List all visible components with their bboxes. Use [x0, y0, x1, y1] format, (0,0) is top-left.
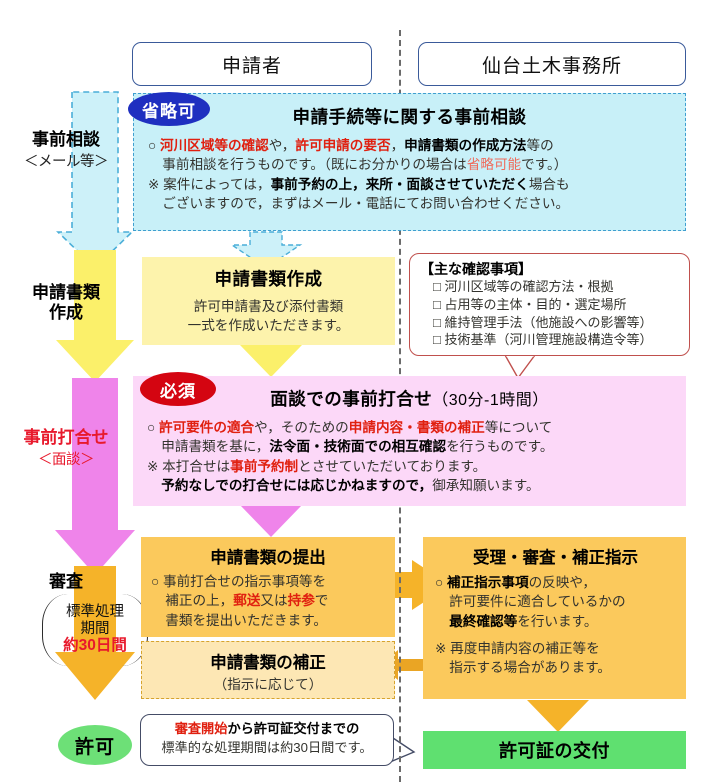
- step-meeting-line2: 申請書類を基に，法令面・技術面での相互確認を行うものです。: [161, 439, 554, 455]
- rail-stage-consult-sub: ＜メール等＞: [24, 154, 109, 171]
- checklist-item: □ 技術基準（河川管理施設構造令等）: [433, 332, 653, 348]
- checklist-title: 【主な確認事項】: [420, 261, 532, 277]
- standard-period-bracket: 標準処理 期間 約30日間: [42, 594, 148, 666]
- step-meeting-line4: 予約なしでの打合せには応じかねますので，御承知願います。: [161, 477, 540, 493]
- step-meeting-title-note: （30分-1時間）: [432, 392, 549, 409]
- step-amend-sub: （指示に応じて）: [213, 677, 323, 692]
- required-badge-label: 必須: [160, 381, 196, 401]
- step-submit-line1: ○ 事前打合せの指示事項等を: [151, 574, 327, 589]
- rail-stage-prepare-label2: 作成: [49, 303, 83, 323]
- arrow-meeting-to-submit: [240, 505, 302, 537]
- checklist-item: □ 占用等の主体・目的・選定場所: [433, 296, 627, 312]
- standard-period-line1: 標準処理: [66, 604, 124, 621]
- lane-header-applicant: 申請者: [132, 42, 372, 86]
- checklist-bubble-tail: [503, 353, 537, 380]
- step-review-spacer: [435, 631, 676, 639]
- step-prepare-box: 申請書類作成 許可申請書及び添付書類 一式を作成いただきます。: [142, 257, 395, 345]
- step-meeting-title: 面談での事前打合せ: [270, 389, 433, 409]
- permit-badge: 許可: [58, 725, 132, 765]
- step-review-line1: ○ 補正指示事項の反映や，: [435, 575, 596, 590]
- rail-stage-consult: 事前相談 ＜メール等＞: [0, 130, 132, 171]
- checklist-item: □ 維持管理手法（他施設への影響等）: [433, 314, 653, 330]
- step-consult-line1: ○ 河川区域等の確認や，許可申請の要否，申請書類の作成方法等の: [148, 138, 554, 153]
- rail-stage-meeting-sub: ＜面談＞: [38, 452, 95, 469]
- step-review-line2: 許可要件に適合しているかの: [449, 594, 626, 610]
- step-consult-title: 申請手続等に関する事前相談: [292, 107, 527, 127]
- lane-header-office-label: 仙台土木事務所: [481, 55, 622, 77]
- step-amend-title: 申請書類の補正: [210, 654, 326, 672]
- step-meeting-line1: ○ 許可要件の適合や，そのための申請内容・書類の補正等について: [147, 420, 553, 435]
- step-meeting-line3: ※ 本打合せは事前予約制とさせていただいております。: [147, 458, 487, 474]
- step-submit-box: 申請書類の提出 ○ 事前打合せの指示事項等を 補正の上，郵送又は持参で 書類を提…: [141, 537, 395, 637]
- rail-stage-meeting-label: 事前打合せ: [23, 428, 109, 447]
- step-review-line3: 最終確認等を行います。: [449, 613, 598, 629]
- step-review-title: 受理・審査・補正指示: [473, 549, 638, 567]
- step-consult-box: 申請手続等に関する事前相談 ○ 河川区域等の確認や，許可申請の要否，申請書類の作…: [133, 93, 686, 231]
- step-consult-body: ○ 河川区域等の確認や，許可申請の要否，申請書類の作成方法等の 事前相談を行うも…: [148, 136, 671, 213]
- step-prepare-line1: 許可申請書及び添付書類: [193, 299, 344, 314]
- rail-stage-meeting: 事前打合せ ＜面談＞: [0, 428, 132, 469]
- step-consult-line2: 事前相談を行うものです。（既にお分かりの場合は省略可能です。）: [162, 157, 568, 173]
- step-review-body: ○ 補正指示事項の反映や， 許可要件に適合しているかの 最終確認等を行います。 …: [435, 573, 676, 677]
- lane-header-office: 仙台土木事務所: [418, 42, 686, 86]
- rail-stage-prepare-label: 申請書類: [32, 283, 100, 302]
- checklist-box: 【主な確認事項】 □ 河川区域等の確認方法・根拠 □ 占用等の主体・目的・選定場…: [409, 253, 690, 356]
- required-badge: 必須: [140, 372, 216, 406]
- step-meeting-body: ○ 許可要件の適合や，そのための申請内容・書類の補正等について 申請書類を基に，…: [147, 418, 672, 495]
- omit-badge: 省略可: [128, 92, 210, 126]
- arrow-review-to-issue: [527, 700, 589, 732]
- step-review-box: 受理・審査・補正指示 ○ 補正指示事項の反映や， 許可要件に適合しているかの 最…: [423, 537, 686, 699]
- rail-stage-consult-label: 事前相談: [32, 130, 100, 149]
- step-consult-line4: ございますので，まずはメール・電話にてお問い合わせください。: [162, 195, 570, 211]
- step-amend-box: 申請書類の補正 （指示に応じて）: [141, 641, 395, 699]
- step-issue-title: 許可証の交付: [499, 741, 610, 761]
- step-meeting-box: 面談での事前打合せ（30分-1時間） ○ 許可要件の適合や，そのための申請内容・…: [133, 376, 686, 506]
- rail-stage-review-label: 審査: [49, 572, 83, 591]
- permit-badge-label: 許可: [74, 736, 115, 758]
- step-review-line5: 指示する場合があります。: [449, 660, 612, 676]
- step-submit-line3: 書類を提出いただきます。: [165, 612, 328, 628]
- step-submit-line2: 補正の上，郵送又は持参で: [165, 593, 329, 609]
- checklist-items: □ 河川区域等の確認方法・根拠 □ 占用等の主体・目的・選定場所 □ 維持管理手…: [420, 278, 681, 349]
- step-prepare-body: 許可申請書及び添付書類 一式を作成いただきます。: [152, 297, 385, 336]
- step-review-line4: ※ 再度申請内容の補正等を: [435, 640, 600, 656]
- arrow-consult-dashed: [56, 91, 134, 270]
- step-submit-body: ○ 事前打合せの指示事項等を 補正の上，郵送又は持参で 書類を提出いただきます。: [151, 572, 385, 630]
- step-consult-line3: ※ 案件によっては，事前予約の上，来所・面談させていただく場合も: [148, 176, 570, 192]
- lane-header-applicant-label: 申請者: [221, 55, 282, 77]
- rail-stage-prepare: 申請書類 作成: [0, 283, 132, 323]
- step-submit-title: 申請書類の提出: [210, 549, 326, 567]
- step-prepare-title: 申請書類作成: [214, 269, 323, 289]
- processing-period-callout: 審査開始から許可証交付までの 標準的な処理期間は約30日間です。: [140, 714, 394, 766]
- processing-period-line1: 審査開始から許可証交付までの: [174, 721, 360, 736]
- step-meeting-title-row: 面談での事前打合せ（30分-1時間）: [147, 386, 672, 411]
- step-prepare-line2: 一式を作成いただきます。: [187, 318, 350, 334]
- processing-period-line2: 標準的な処理期間は約30日間です。: [161, 739, 373, 755]
- rail-stage-review: 審査: [0, 572, 132, 592]
- step-issue-box: 許可証の交付: [423, 731, 686, 769]
- arrow-prepare-to-meeting: [240, 345, 302, 377]
- arrow-meeting-pink: [55, 378, 135, 575]
- checklist-item: □ 河川区域等の確認方法・根拠: [433, 279, 614, 295]
- omit-badge-label: 省略可: [142, 101, 196, 121]
- standard-period-line2: 期間: [80, 620, 110, 637]
- standard-period-line3: 約30日間: [63, 637, 127, 655]
